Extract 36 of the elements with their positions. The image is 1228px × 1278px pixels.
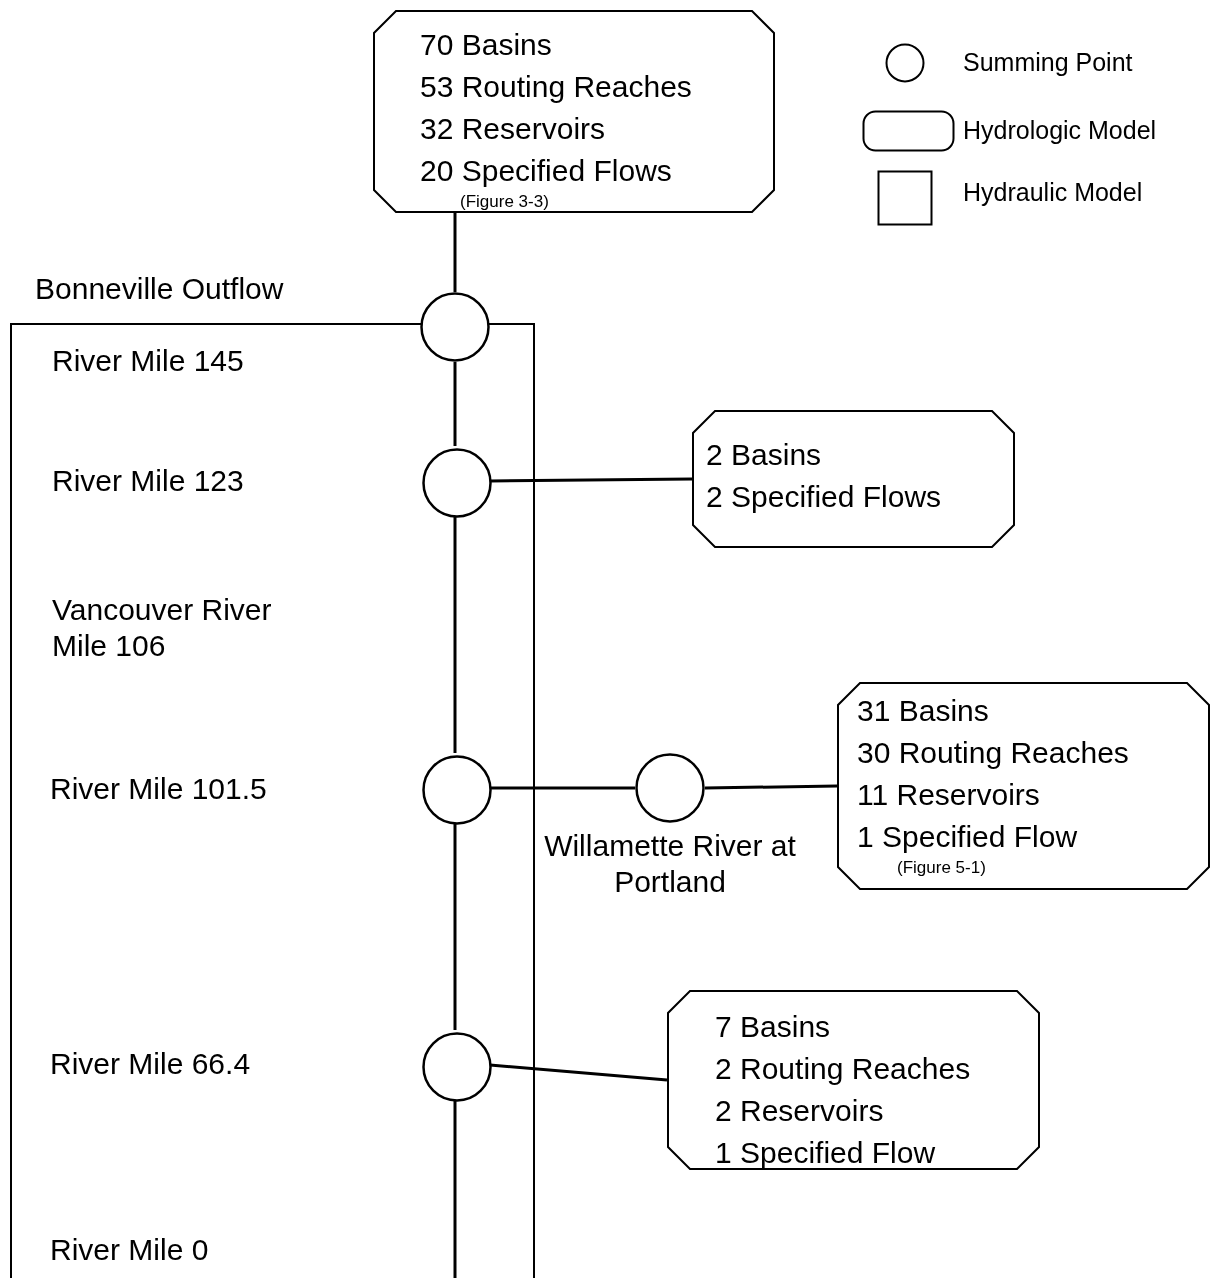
location-label: River Mile 101.5 bbox=[50, 771, 268, 807]
figure-reference: (Figure 3-3) bbox=[460, 192, 549, 212]
figure-reference: (Figure 5-1) bbox=[897, 858, 986, 878]
location-label: Bonneville Outflow bbox=[35, 271, 285, 307]
connector-line bbox=[453, 362, 457, 446]
model-count-text: 32 Reservoirs bbox=[420, 111, 606, 147]
model-count-text: 2 Basins bbox=[706, 437, 822, 473]
model-count-text: 2 Routing Reaches bbox=[715, 1051, 971, 1087]
connector-line bbox=[490, 786, 635, 790]
connector-line bbox=[490, 477, 692, 483]
model-count-text: 20 Specified Flows bbox=[420, 153, 672, 189]
model-count-text: 1 Specified Flow bbox=[857, 819, 1078, 855]
model-count-text: 1 Specified Flow bbox=[715, 1135, 936, 1171]
location-label: River Mile 0 bbox=[50, 1232, 210, 1268]
model-count-text: 53 Routing Reaches bbox=[420, 69, 692, 105]
model-count-text: 2 Reservoirs bbox=[715, 1093, 884, 1129]
connector-line bbox=[453, 213, 457, 292]
model-count-text: 31 Basins bbox=[857, 693, 989, 729]
hydraulic-model-box bbox=[10, 323, 535, 1278]
location-label: Vancouver River Mile 106 bbox=[52, 592, 273, 664]
connector-line bbox=[704, 784, 838, 790]
location-label: River Mile 145 bbox=[52, 343, 245, 379]
model-count-text: 70 Basins bbox=[420, 27, 552, 63]
model-count-text: 2 Specified Flows bbox=[706, 479, 942, 515]
model-count-text: 11 Reservoirs bbox=[857, 777, 1040, 813]
connector-line bbox=[453, 516, 457, 753]
location-label: Willamette River at Portland bbox=[543, 828, 797, 900]
location-label: River Mile 66.4 bbox=[50, 1046, 252, 1082]
model-count-text: 30 Routing Reaches bbox=[857, 735, 1129, 771]
legend-label: Hydrologic Model bbox=[963, 115, 1157, 146]
legend-label: Hydraulic Model bbox=[963, 177, 1143, 208]
connector-line bbox=[453, 1100, 457, 1278]
model-count-text: 7 Basins bbox=[715, 1009, 831, 1045]
legend-label: Summing Point bbox=[963, 47, 1133, 78]
location-label: River Mile 123 bbox=[52, 463, 245, 499]
connector-line bbox=[453, 823, 457, 1030]
